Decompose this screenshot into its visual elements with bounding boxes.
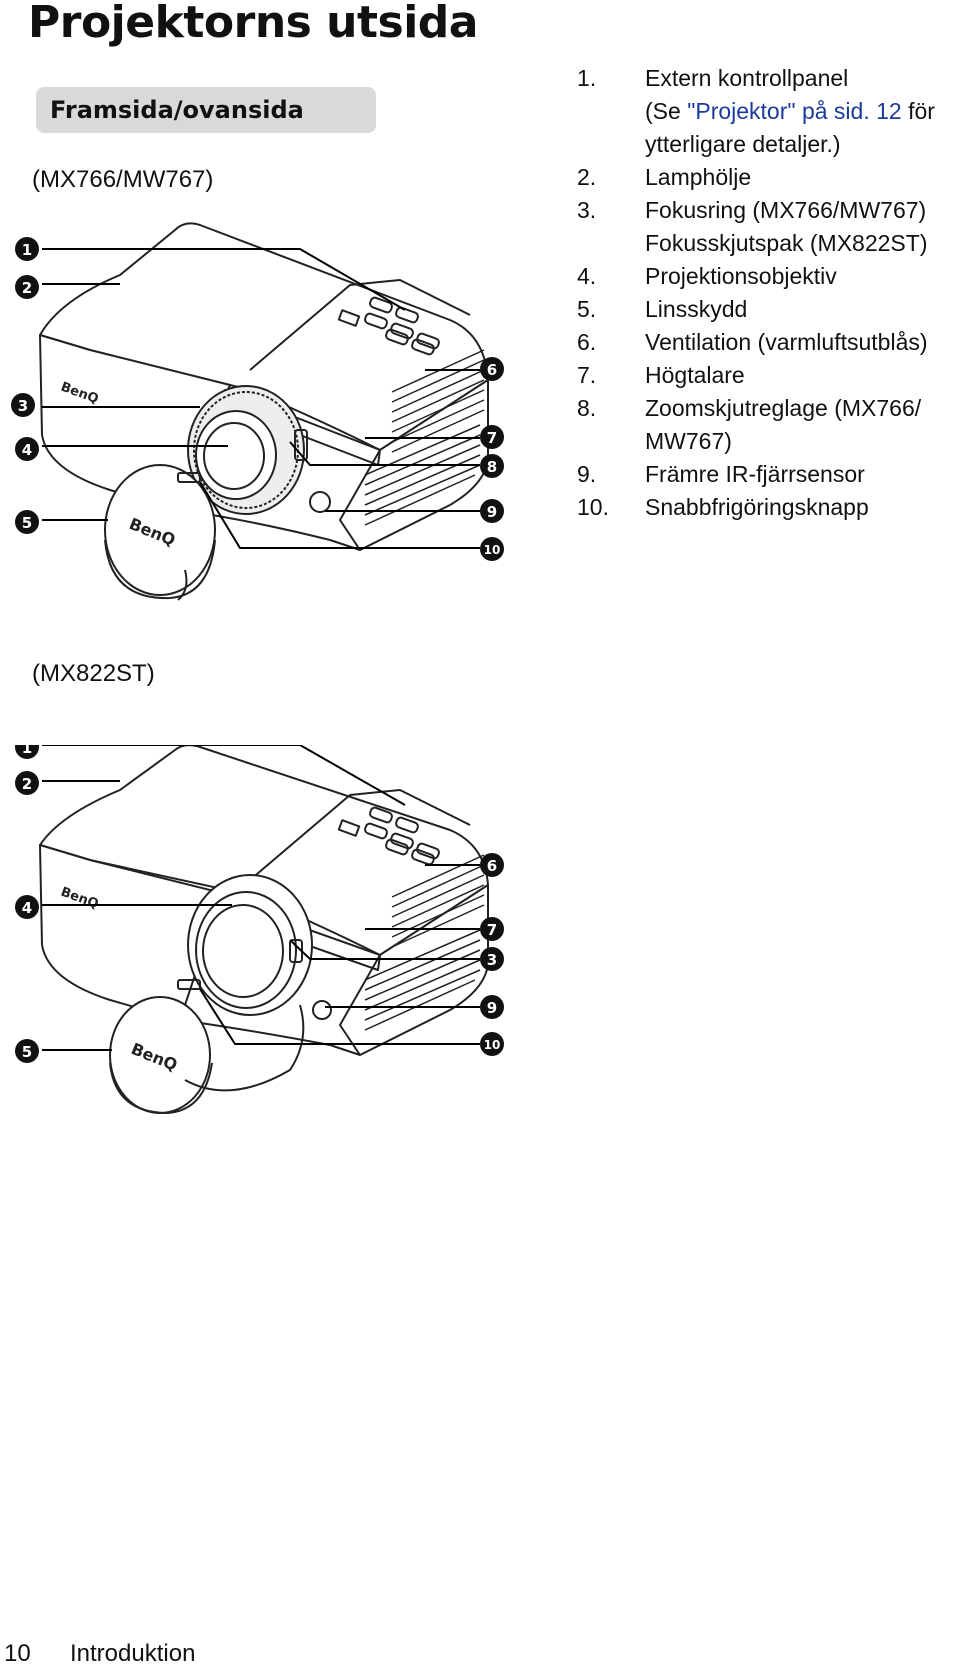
page-footer: 10 Introduktion xyxy=(0,1636,400,1672)
svg-text:1: 1 xyxy=(22,745,32,757)
svg-text:6: 6 xyxy=(487,857,497,875)
projector-figure-mx822st: BenQ BenQ 1 2 4 5 6 7 3 9 10 xyxy=(15,745,504,1114)
list-item: 8.Zoomskjutreglage (MX766/ xyxy=(577,395,922,421)
list-item: MW767) xyxy=(645,428,732,454)
callout-badge: 10 xyxy=(480,1032,504,1056)
callout-badges: 1 2 4 5 6 7 3 9 10 xyxy=(15,745,504,1063)
svg-text:8: 8 xyxy=(487,458,497,476)
svg-text:1: 1 xyxy=(22,241,32,259)
list-item: 1.Extern kontrollpanel xyxy=(577,65,849,91)
callout-badges: 1 2 3 4 5 6 7 8 9 10 xyxy=(11,237,504,561)
list-item: 9.Främre IR-fjärrsensor xyxy=(577,461,865,487)
page-number: 10 xyxy=(4,1640,31,1667)
list-item: ytterligare detaljer.) xyxy=(645,131,841,157)
page-reference-link[interactable]: "Projektor" på sid. 12 xyxy=(687,98,902,124)
callout-badge: 3 xyxy=(11,393,35,417)
callout-badge: 5 xyxy=(15,510,39,534)
projector-figure-mx766: BenQ BenQ 1 2 3 4 5 6 7 8 9 10 xyxy=(11,222,504,601)
list-item: 3.Fokusring (MX766/MW767) xyxy=(577,197,927,223)
section-tab-label: Framsida/ovansida xyxy=(50,96,304,124)
callout-badge: 2 xyxy=(15,771,39,795)
svg-text:3: 3 xyxy=(18,397,28,415)
chapter-name: Introduktion xyxy=(70,1640,196,1667)
callout-badge: 4 xyxy=(15,437,39,461)
svg-text:4: 4 xyxy=(22,441,32,459)
callout-badge: 10 xyxy=(480,537,504,561)
list-item: 5.Linsskydd xyxy=(577,296,748,322)
page-title: Projektorns utsida xyxy=(28,0,478,48)
svg-text:5: 5 xyxy=(22,1043,32,1061)
callout-badge: 1 xyxy=(15,237,39,261)
callout-badge: 6 xyxy=(480,853,504,877)
callout-badge: 2 xyxy=(15,275,39,299)
callout-badge: 9 xyxy=(480,499,504,523)
svg-text:2: 2 xyxy=(22,775,32,793)
section-tab: Framsida/ovansida xyxy=(36,87,376,133)
svg-text:6: 6 xyxy=(487,361,497,379)
callout-badge: 4 xyxy=(15,895,39,919)
svg-text:10: 10 xyxy=(484,1038,501,1052)
list-item: Fokusskjutspak (MX822ST) xyxy=(645,230,928,256)
callout-badge: 6 xyxy=(480,357,504,381)
list-item: 7.Högtalare xyxy=(577,362,745,388)
figure-1-model-label: (MX766/MW767) xyxy=(32,166,214,193)
figure-2-model-label: (MX822ST) xyxy=(32,660,155,687)
callout-badge: 1 xyxy=(15,745,39,759)
callout-badge: 3 xyxy=(480,947,504,971)
svg-text:9: 9 xyxy=(487,503,497,521)
callout-badge: 9 xyxy=(480,995,504,1019)
svg-text:2: 2 xyxy=(22,279,32,297)
callout-badge: 7 xyxy=(480,425,504,449)
list-item: 2.Lamphölje xyxy=(577,164,752,190)
svg-text:9: 9 xyxy=(487,999,497,1017)
list-item: 6.Ventilation (varmluftsutblås) xyxy=(577,329,928,355)
callout-badge: 8 xyxy=(480,454,504,478)
svg-text:7: 7 xyxy=(487,429,497,447)
list-item: (Se "Projektor" på sid. 12 för xyxy=(645,98,935,124)
svg-text:10: 10 xyxy=(484,543,501,557)
callout-badge: 5 xyxy=(15,1039,39,1063)
svg-text:4: 4 xyxy=(22,899,32,917)
parts-list: 1.Extern kontrollpanel (Se "Projektor" p… xyxy=(577,62,957,524)
list-item: 10.Snabbfrigöringsknapp xyxy=(577,494,869,520)
svg-text:7: 7 xyxy=(487,921,497,939)
list-item: 4.Projektionsobjektiv xyxy=(577,263,837,289)
svg-text:5: 5 xyxy=(22,514,32,532)
callout-badge: 7 xyxy=(480,917,504,941)
svg-text:3: 3 xyxy=(487,951,497,969)
